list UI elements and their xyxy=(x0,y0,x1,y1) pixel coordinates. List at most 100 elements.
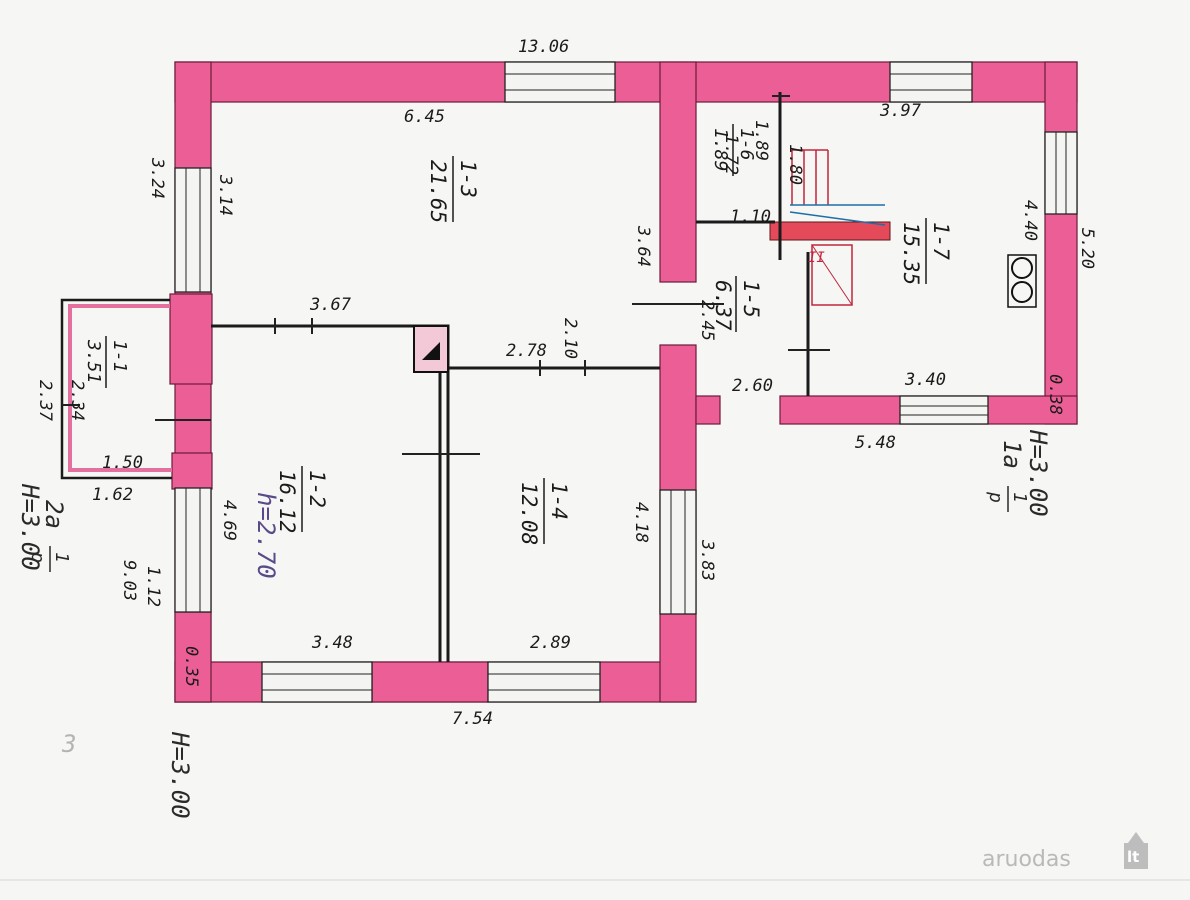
svg-text:H=3.00: H=3.00 xyxy=(1024,429,1052,517)
stove-outline xyxy=(811,244,853,306)
dim-2-45: 2.45 xyxy=(697,300,717,341)
dim-2-10: 2.10 xyxy=(560,318,580,359)
chimney-fill xyxy=(422,342,440,360)
room-labels: 1-3 21.65 1-7 15.35 1-6 1.89 1-5 6.37 1-… xyxy=(83,124,953,579)
svg-text:1: 1 xyxy=(51,552,72,563)
svg-text:1-4: 1-4 xyxy=(547,482,571,520)
interior-partitions xyxy=(60,92,1037,662)
svg-text:1-2: 1-2 xyxy=(305,470,329,508)
stove-mark: II xyxy=(808,250,825,266)
room-1-4: 1-4 12.08 xyxy=(517,478,571,545)
room-1-3: 1-3 21.65 xyxy=(426,156,480,223)
dim-2-60: 2.60 xyxy=(732,376,773,396)
dim-1-12: 1.12 xyxy=(143,566,163,607)
window-left-2 xyxy=(174,487,212,613)
svg-text:12.08: 12.08 xyxy=(517,482,541,545)
window-top-1 xyxy=(504,61,616,103)
dim-4-40: 4.40 xyxy=(1020,200,1040,241)
dim-7-54: 7.54 xyxy=(452,709,493,729)
dim-1-62: 1.62 xyxy=(92,485,133,505)
annotation-right: H=3.00 1a 1 p xyxy=(985,429,1052,517)
dimension-labels: 13.06 6.45 3.97 3.67 2.78 2.60 3.40 5.48… xyxy=(35,37,1097,729)
dim-1-10: 1.10 xyxy=(730,207,771,227)
dim-4-69: 4.69 xyxy=(219,500,239,541)
window-left-1 xyxy=(174,167,212,293)
svg-text:H=3.00: H=3.00 xyxy=(16,483,44,571)
watermark: aruodas lt xyxy=(982,832,1148,872)
dim-3-14: 3.14 xyxy=(215,174,235,216)
wall-annex-stub xyxy=(695,395,721,425)
room-1-2: 1-2 16.12 xyxy=(275,466,329,533)
window-top-2 xyxy=(889,61,973,103)
dim-2-37: 2.37 xyxy=(35,380,55,422)
stove-burner-2 xyxy=(1011,281,1033,303)
dim-1-50: 1.50 xyxy=(102,453,143,473)
windows xyxy=(174,61,1078,703)
dim-9-03: 9.03 xyxy=(119,560,139,601)
stove-block xyxy=(769,221,891,241)
door-ticks xyxy=(155,95,830,455)
dim-1-89: 1.89 xyxy=(751,120,771,161)
svg-text:6.37: 6.37 xyxy=(711,280,735,331)
stove-diagonal xyxy=(811,244,853,306)
svg-text:1.89: 1.89 xyxy=(710,128,731,171)
dim-3-24: 3.24 xyxy=(147,157,167,199)
dim-5-48: 5.48 xyxy=(855,433,896,453)
window-bottom-1 xyxy=(261,661,373,703)
chimney-block xyxy=(413,325,449,373)
dim-3-40: 3.40 xyxy=(904,370,946,390)
room-1-7: 1-7 15.35 xyxy=(899,218,953,285)
annotation-left: H=3.00 2a 1 p xyxy=(16,483,72,572)
dim-1-80: 1.80 xyxy=(785,144,805,185)
window-bottom-2 xyxy=(487,661,601,703)
svg-text:1: 1 xyxy=(1009,492,1030,503)
watermark-logo-box xyxy=(1124,843,1148,869)
wall-right xyxy=(1044,61,1078,425)
dim-5-20: 5.20 xyxy=(1077,228,1097,269)
dim-3-97: 3.97 xyxy=(879,101,922,121)
dim-6-45: 6.45 xyxy=(404,107,445,127)
stove-burner-1 xyxy=(1011,257,1033,279)
ceiling-height: h=2.70 xyxy=(252,492,280,579)
vestibule-pink xyxy=(68,304,172,472)
window-right xyxy=(1044,131,1078,215)
window-annex-bottom xyxy=(899,395,989,425)
svg-text:p: p xyxy=(985,491,1006,503)
svg-text:21.65: 21.65 xyxy=(426,160,450,223)
wall-pier-upper xyxy=(169,293,213,385)
room-1-5: 1-5 6.37 xyxy=(711,276,763,332)
svg-text:3.51: 3.51 xyxy=(83,339,104,383)
room-1-6: 1-6 1.89 xyxy=(710,124,757,176)
dim-2-78: 2.78 xyxy=(506,341,547,361)
stray-mark: 3 xyxy=(61,730,76,758)
svg-text:1-3: 1-3 xyxy=(456,160,480,198)
svg-text:2a: 2a xyxy=(40,500,68,529)
room-1-1: 1-1 3.51 xyxy=(83,336,130,388)
dim-2-34: 2.34 xyxy=(67,380,87,421)
dim-3-48: 3.48 xyxy=(311,633,353,653)
wall-bottom-pier xyxy=(371,661,489,703)
wall-pier-lower xyxy=(171,452,213,490)
annotation-bottom: H=3.00 xyxy=(166,731,194,819)
dim-0-38: 0.38 xyxy=(1045,374,1065,415)
svg-text:1-1: 1-1 xyxy=(109,340,130,373)
dim-4-18: 4.18 xyxy=(631,502,651,543)
watermark-text: aruodas xyxy=(982,847,1071,872)
svg-text:15.35: 15.35 xyxy=(899,222,923,285)
dim-3-67: 3.67 xyxy=(309,295,352,315)
svg-text:16.12: 16.12 xyxy=(275,470,299,533)
svg-text:1a: 1a xyxy=(998,440,1026,469)
svg-text:1-7: 1-7 xyxy=(929,222,953,260)
dim-1-72: 1.72 xyxy=(721,134,741,175)
house-icon xyxy=(1128,832,1144,843)
cooker xyxy=(1007,254,1037,308)
stairs xyxy=(789,149,886,226)
dim-3-64: 3.64 xyxy=(633,225,653,267)
dim-2-89: 2.89 xyxy=(530,633,571,653)
dim-13-06: 13.06 xyxy=(518,37,569,57)
svg-text:1-6: 1-6 xyxy=(736,128,757,161)
dim-3-83: 3.83 xyxy=(697,539,717,581)
watermark-suffix: lt xyxy=(1127,848,1139,866)
svg-text:p: p xyxy=(27,551,48,563)
